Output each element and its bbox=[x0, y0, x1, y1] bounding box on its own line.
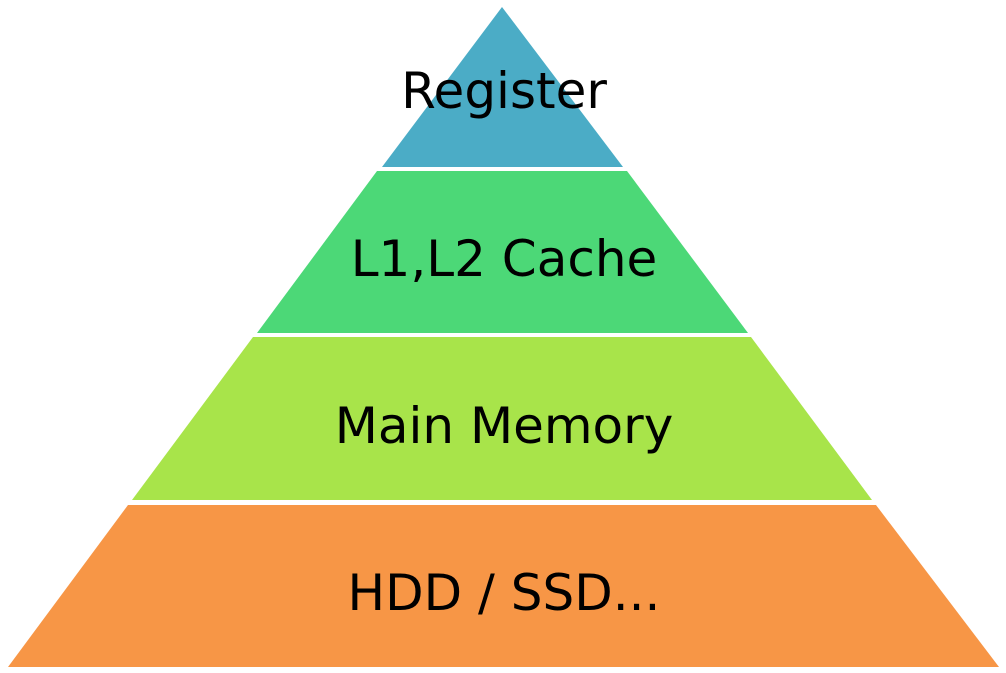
tier-storage-label: HDD / SSD... bbox=[348, 564, 661, 622]
tier-register-shape bbox=[382, 7, 623, 167]
tier-cache-label: L1,L2 Cache bbox=[351, 230, 658, 288]
tier-main-memory-shape bbox=[132, 337, 872, 500]
tier-register-label: Register bbox=[401, 62, 607, 120]
tier-cache-shape bbox=[257, 171, 748, 333]
tier-main-memory-label: Main Memory bbox=[335, 397, 674, 455]
tier-storage-shape bbox=[8, 505, 999, 667]
